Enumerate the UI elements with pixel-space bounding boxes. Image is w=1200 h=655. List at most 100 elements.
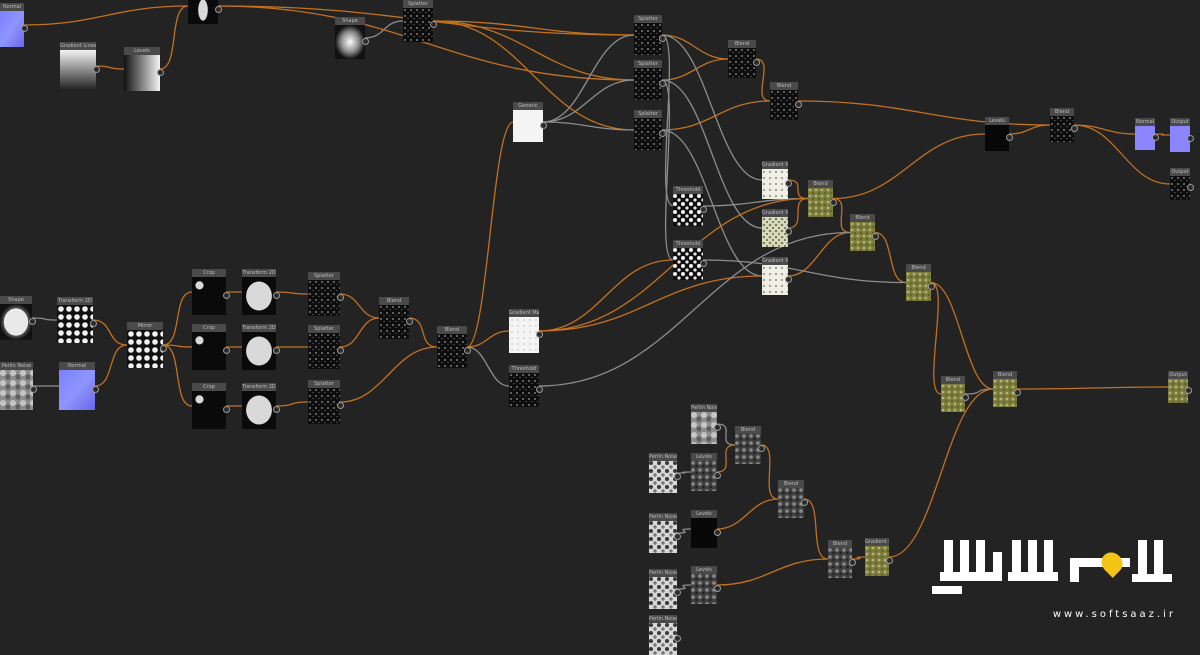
node-blend-b1[interactable]: Blend [735, 426, 765, 464]
node-crop-3[interactable]: Crop [192, 383, 230, 429]
node-grad-map-b[interactable]: Gradient Map [865, 538, 893, 576]
node-grad-map-3[interactable]: Gradient Map [762, 257, 792, 295]
node-blend-m1[interactable]: Blend [379, 297, 413, 339]
node-splatter-d[interactable]: Splatter [308, 272, 344, 316]
output-socket[interactable] [714, 529, 721, 536]
node-levels-b3[interactable]: Levels [691, 566, 721, 604]
output-socket[interactable] [886, 557, 893, 564]
node-output-lower[interactable]: Output [1168, 371, 1192, 403]
node-grad-map-1[interactable]: Gradient Map [762, 161, 792, 199]
output-socket[interactable] [90, 320, 97, 327]
node-splatter-top[interactable]: Splatter [403, 0, 437, 42]
output-socket[interactable] [785, 180, 792, 187]
node-transform-3[interactable]: Transform 2D [242, 383, 280, 429]
node-shape-l[interactable]: Shape [0, 296, 36, 340]
output-socket[interactable] [674, 533, 681, 540]
output-socket[interactable] [674, 635, 681, 642]
node-normal-l[interactable]: Normal [59, 362, 99, 410]
node-splatter-a[interactable]: Splatter [634, 15, 666, 55]
output-socket[interactable] [801, 499, 808, 506]
node-blend-right[interactable]: Blend [1050, 108, 1078, 142]
node-crop-1[interactable]: Crop [192, 269, 230, 315]
node-noise-b5[interactable]: Perlin Noise [649, 615, 681, 655]
output-socket[interactable] [1006, 134, 1013, 141]
node-splatter-c[interactable]: Splatter [634, 110, 666, 150]
output-socket[interactable] [758, 445, 765, 452]
node-blend-m2[interactable]: Blend [437, 326, 471, 368]
node-blend-g3[interactable]: Blend [906, 264, 935, 301]
output-socket[interactable] [21, 25, 28, 32]
output-socket[interactable] [223, 347, 230, 354]
output-socket[interactable] [714, 424, 721, 431]
output-socket[interactable] [273, 347, 280, 354]
output-socket[interactable] [430, 21, 437, 28]
output-socket[interactable] [93, 66, 100, 73]
output-socket[interactable] [700, 260, 707, 267]
output-socket[interactable] [273, 406, 280, 413]
output-socket[interactable] [30, 386, 37, 393]
node-gen-white[interactable]: Generic [513, 102, 547, 142]
node-normal-r1[interactable]: Normal [1135, 118, 1159, 150]
node-perlin-l[interactable]: Perlin Noise [0, 362, 37, 410]
output-socket[interactable] [849, 559, 856, 566]
node-noise-b1[interactable]: Perlin Noise [691, 404, 721, 444]
output-socket[interactable] [273, 292, 280, 299]
node-levels-black[interactable]: Levels [985, 117, 1013, 151]
node-blend-g2[interactable]: Blend [850, 214, 879, 251]
node-levels-b1[interactable]: Levels [691, 453, 721, 491]
node-blend-t2[interactable]: Blend [770, 82, 802, 120]
output-socket[interactable] [962, 394, 969, 401]
node-blend-t1[interactable]: Blend [728, 40, 760, 78]
node-blend-lower2[interactable]: Blend [993, 371, 1021, 407]
node-threshold-m[interactable]: Threshold [509, 365, 543, 407]
output-socket[interactable] [536, 386, 543, 393]
output-socket[interactable] [674, 589, 681, 596]
output-socket[interactable] [714, 585, 721, 592]
node-splatter-e[interactable]: Splatter [308, 325, 344, 369]
output-socket[interactable] [714, 472, 721, 479]
output-socket[interactable] [223, 292, 230, 299]
output-socket[interactable] [830, 198, 837, 206]
output-socket[interactable] [29, 318, 36, 325]
node-mirror[interactable]: Mirror [127, 322, 167, 368]
output-socket[interactable] [659, 35, 666, 42]
node-output-r2[interactable]: Output [1170, 168, 1194, 200]
output-socket[interactable] [700, 206, 707, 213]
output-socket[interactable] [92, 386, 99, 393]
output-socket[interactable] [337, 347, 344, 354]
output-socket[interactable] [464, 347, 471, 354]
node-splatter-f[interactable]: Splatter [308, 380, 344, 424]
node-shape-glow[interactable]: Shape [335, 17, 369, 59]
output-socket[interactable] [223, 406, 230, 413]
node-threshold-1[interactable]: Threshold [673, 186, 707, 226]
node-levels-top[interactable]: Levels [124, 47, 164, 91]
node-threshold-2[interactable]: Threshold [673, 240, 707, 280]
node-levels-b2[interactable]: Levels [691, 510, 721, 548]
output-socket[interactable] [753, 59, 760, 66]
output-socket[interactable] [1152, 134, 1159, 141]
output-socket[interactable] [659, 130, 666, 137]
output-socket[interactable] [1187, 135, 1194, 142]
node-splatter-b[interactable]: Splatter [634, 60, 666, 100]
node-grad-linear[interactable]: Gradient Linear [60, 42, 100, 90]
node-ellipse-top[interactable] [188, 0, 222, 24]
output-socket[interactable] [337, 402, 344, 409]
node-grad-map-2[interactable]: Gradient Map [762, 209, 792, 247]
node-output-r[interactable]: Output [1170, 118, 1194, 152]
output-socket[interactable] [785, 276, 792, 283]
output-socket[interactable] [1185, 387, 1192, 394]
output-socket[interactable] [540, 122, 547, 129]
output-socket[interactable] [1014, 389, 1021, 396]
output-socket[interactable] [795, 101, 802, 108]
node-noise-b3[interactable]: Perlin Noise [649, 513, 681, 553]
output-socket[interactable] [337, 294, 344, 301]
output-socket[interactable] [659, 80, 666, 87]
output-socket[interactable] [157, 69, 164, 76]
output-socket[interactable] [215, 6, 222, 13]
output-socket[interactable] [1187, 184, 1194, 191]
node-blend-b3[interactable]: Blend [828, 540, 856, 578]
output-socket[interactable] [928, 282, 935, 290]
node-blend-lower[interactable]: Blend [941, 376, 969, 412]
node-grad-map-m[interactable]: Gradient Map [509, 309, 543, 353]
